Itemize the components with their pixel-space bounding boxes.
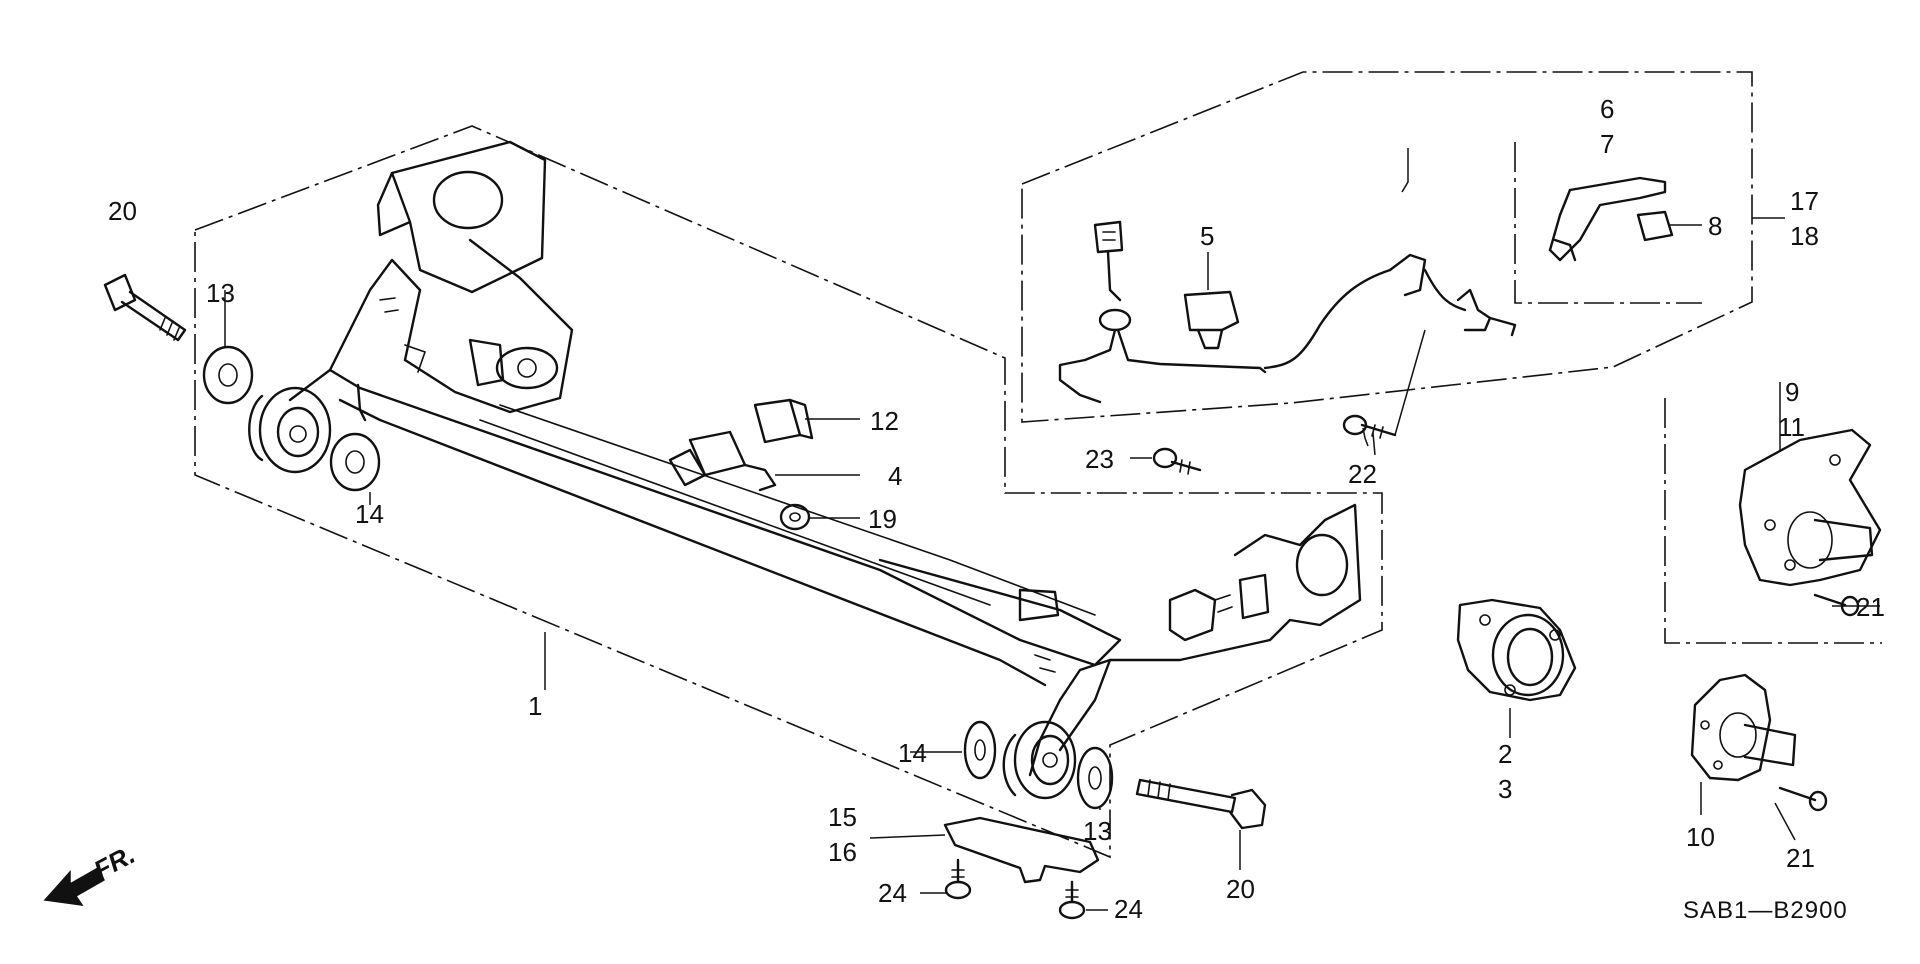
bolt-23 bbox=[1152, 447, 1202, 475]
callout-4: 4 bbox=[888, 461, 902, 491]
bolt-24-left bbox=[944, 858, 972, 900]
bolt-22 bbox=[1342, 414, 1397, 439]
front-direction-arrow: FR. bbox=[43, 839, 140, 906]
bolt-20-left bbox=[103, 273, 187, 342]
callout-23: 23 bbox=[1085, 444, 1114, 474]
clip-12 bbox=[753, 398, 814, 444]
callout-19: 19 bbox=[868, 504, 897, 534]
callout-13-left: 13 bbox=[206, 278, 235, 308]
spindle-9-11 bbox=[1738, 428, 1882, 587]
washer-13-left bbox=[202, 345, 254, 405]
abs-sensor-harness bbox=[1058, 220, 1517, 404]
front-arrow-icon bbox=[43, 866, 105, 906]
clip-8 bbox=[1636, 210, 1674, 242]
callout-3: 3 bbox=[1498, 774, 1512, 804]
bolt-20-right bbox=[1135, 778, 1267, 830]
callout-11: 11 bbox=[1778, 412, 1805, 442]
bracket-group-outline bbox=[1514, 142, 1702, 304]
clip-5 bbox=[1183, 290, 1240, 350]
drawing-code: SAB1—B2900 bbox=[1683, 897, 1848, 924]
callout-7: 7 bbox=[1600, 129, 1614, 159]
leader-lines bbox=[224, 148, 1880, 911]
washer-14-right bbox=[963, 720, 997, 780]
callout-24-left: 24 bbox=[878, 878, 907, 908]
spindle-10 bbox=[1690, 673, 1797, 782]
callout-21-upper: 21 bbox=[1856, 592, 1885, 622]
callout-14-left: 14 bbox=[355, 499, 384, 529]
washer-14-left bbox=[329, 432, 381, 492]
callout-10: 10 bbox=[1686, 822, 1715, 852]
sensor-bracket-6-7 bbox=[1548, 176, 1667, 262]
callout-8: 8 bbox=[1708, 211, 1722, 241]
callout-5: 5 bbox=[1200, 221, 1214, 251]
screw-21-upper bbox=[1813, 593, 1860, 617]
callout-24-right: 24 bbox=[1114, 894, 1143, 924]
callout-12: 12 bbox=[870, 406, 899, 436]
callout-16: 16 bbox=[828, 837, 857, 867]
callout-9: 9 bbox=[1785, 377, 1799, 407]
bracket-4 bbox=[668, 430, 777, 492]
screw-21-lower bbox=[1778, 786, 1828, 812]
callout-20-right: 20 bbox=[1226, 874, 1255, 904]
sensor-group-outline bbox=[1021, 71, 1753, 423]
callout-18: 18 bbox=[1790, 221, 1819, 251]
callout-13-right: 13 bbox=[1083, 816, 1112, 846]
rear-axle-beam bbox=[248, 140, 1362, 800]
plate-15-16 bbox=[943, 816, 1100, 884]
callout-14-right: 14 bbox=[898, 738, 927, 768]
washer-13-right bbox=[1076, 746, 1114, 810]
callout-17: 17 bbox=[1790, 186, 1819, 216]
callout-2: 2 bbox=[1498, 739, 1512, 769]
nut-19 bbox=[779, 503, 811, 531]
callout-numbers: 1 2 3 4 5 6 7 8 9 10 11 12 13 13 14 14 1… bbox=[108, 94, 1885, 924]
callout-6: 6 bbox=[1600, 94, 1614, 124]
axle-group-outline bbox=[194, 125, 1383, 859]
spindle-group-outline bbox=[1664, 398, 1882, 644]
callout-20-left: 20 bbox=[108, 196, 137, 226]
callout-1: 1 bbox=[528, 691, 542, 721]
hub-bearing-2-3 bbox=[1456, 598, 1577, 702]
callout-21-lower: 21 bbox=[1786, 843, 1815, 873]
callout-15: 15 bbox=[828, 802, 857, 832]
callout-22: 22 bbox=[1348, 459, 1377, 489]
bolt-24-right bbox=[1058, 880, 1086, 920]
